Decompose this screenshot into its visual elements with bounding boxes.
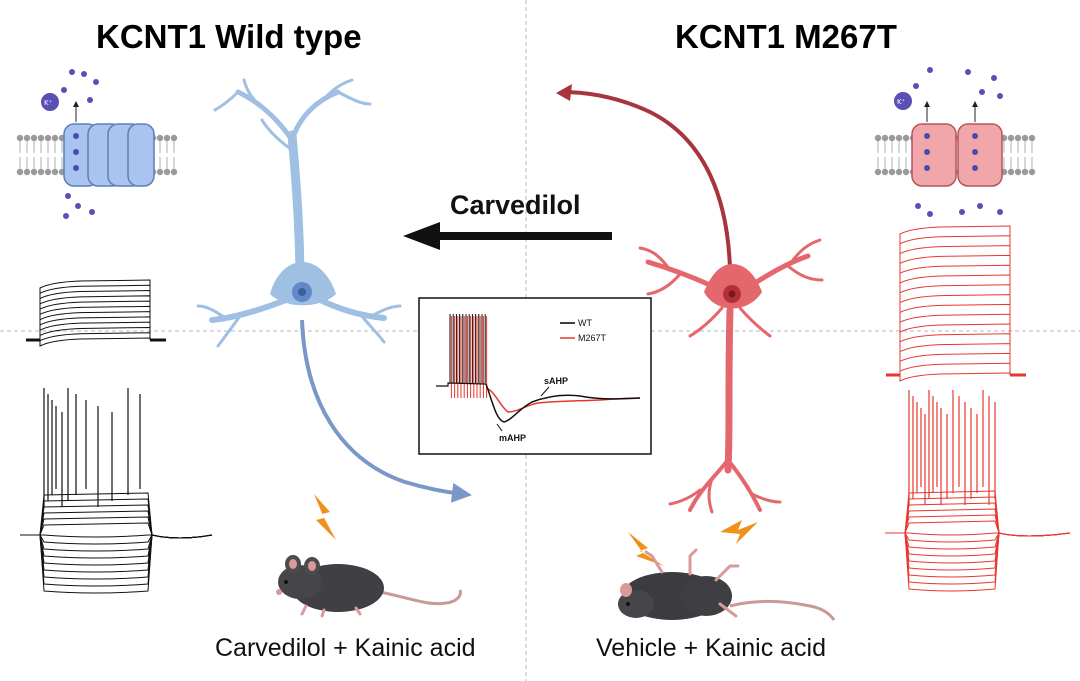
treatment-arrow: [403, 222, 612, 250]
mouse-icon-vehicle: [618, 548, 836, 621]
inset-trace-panel: WT M267T sAHP mAHP: [418, 297, 652, 455]
title-wild-type: KCNT1 Wild type: [96, 18, 362, 55]
ion-label-wt: K⁺: [44, 99, 53, 107]
neuron-icon-mutant: [638, 238, 824, 514]
neuron-axon-wt: [300, 319, 472, 503]
potassium-channel-icon-mutant: K⁺: [874, 67, 1036, 217]
neuron-icon-wt: [196, 78, 402, 348]
treatment-label: Carvedilol: [450, 190, 581, 220]
lightning-icon-3: [720, 520, 758, 544]
neuron-axon-mutant: [561, 90, 732, 271]
legend-m267t: M267T: [578, 333, 607, 343]
potassium-channel-icon-wt: K⁺: [16, 69, 178, 219]
caption-treated: Carvedilol + Kainic acid: [215, 634, 476, 662]
ion-label-mutant: K⁺: [897, 98, 906, 106]
mouse-icon-treated: [276, 555, 462, 618]
lightning-icon-2: [628, 532, 664, 566]
voltage-traces-wt: [20, 388, 213, 594]
trace-wt: [485, 383, 641, 423]
lightning-icon-1: [314, 494, 336, 540]
annotation-sahp: sAHP: [544, 376, 568, 386]
voltage-traces-mutant: [885, 390, 1071, 592]
legend-wt: WT: [578, 318, 592, 328]
annotation-mahp: mAHP: [499, 433, 526, 443]
current-traces-mutant: [886, 225, 1026, 382]
title-mutant: KCNT1 M267T: [675, 18, 897, 55]
caption-vehicle: Vehicle + Kainic acid: [596, 634, 827, 662]
current-traces-wt: [26, 279, 166, 347]
